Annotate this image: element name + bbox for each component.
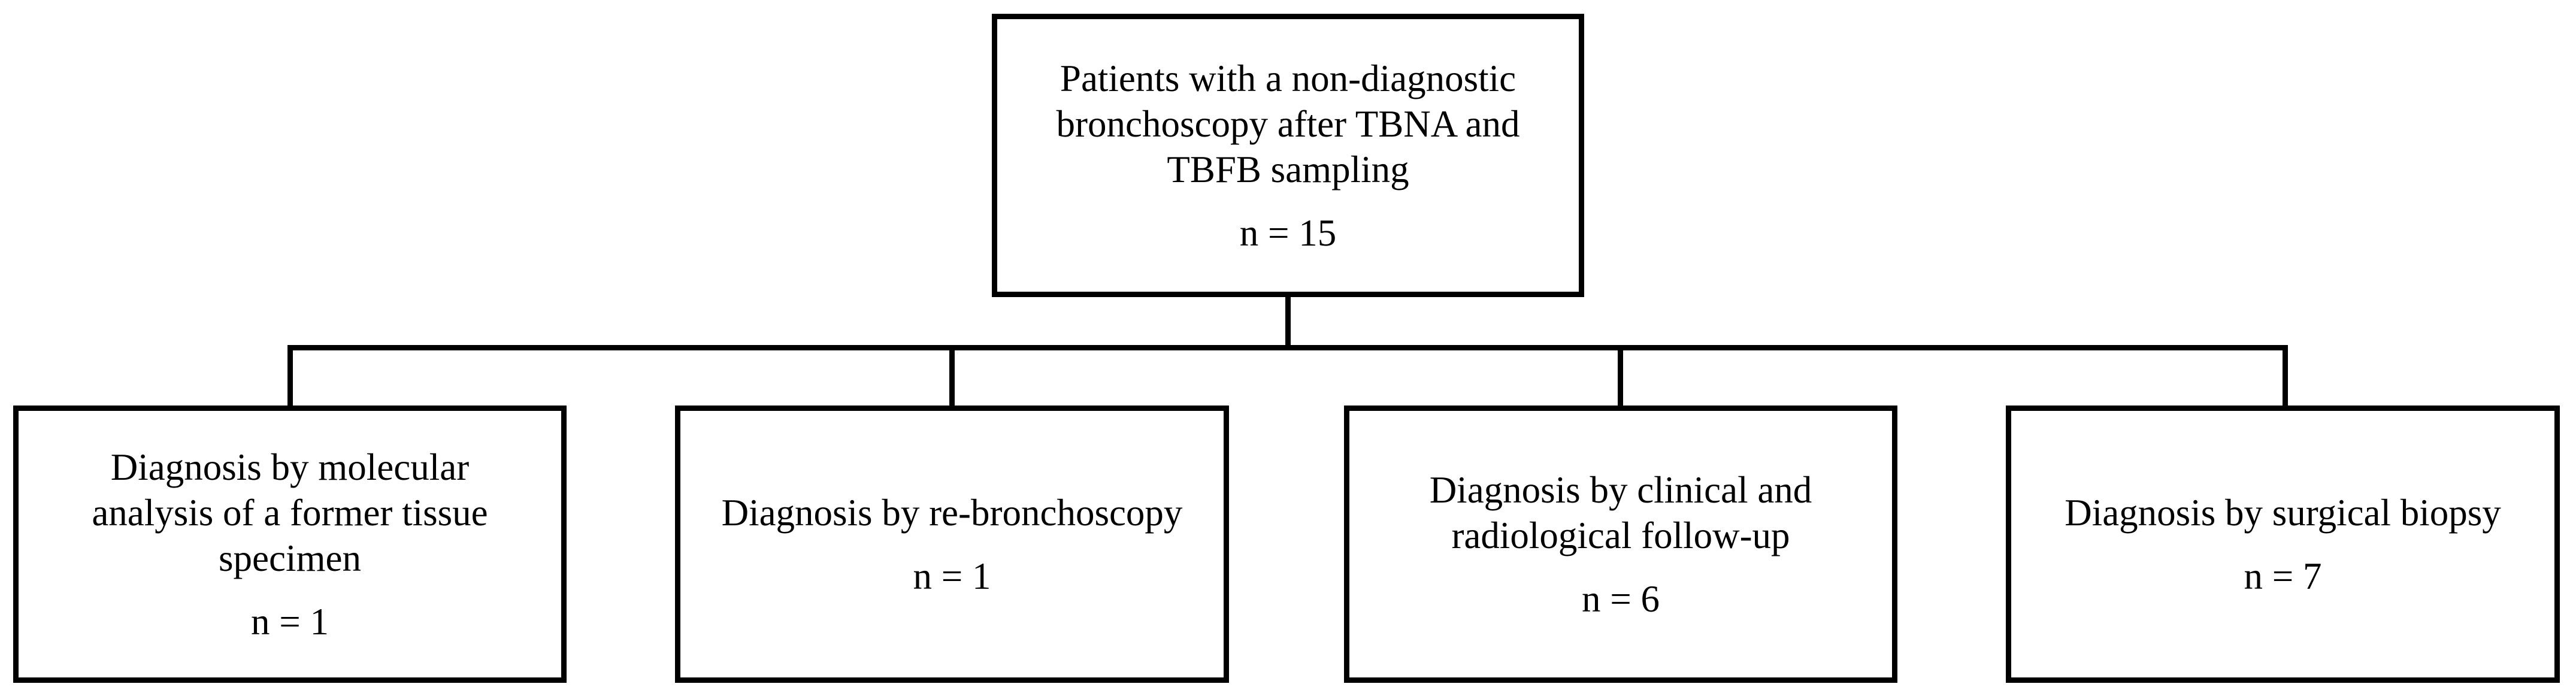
child-box-label: Diagnosis by clinical and radiological f… [1429,468,1812,556]
child-box-count: n = 7 [2244,555,2322,597]
root-box-label: Patients with a non-diagnostic bronchosc… [1056,57,1520,190]
child-box-count: n = 1 [913,555,991,597]
connector-drop-clinical [1618,347,1623,406]
connector-drop-surgical [2283,347,2288,406]
child-box-label: Diagnosis by re-bronchoscopy [721,491,1183,534]
connector-drop-molecular [287,347,293,406]
child-box-molecular-analysis: Diagnosis by molecular analysis of a for… [13,406,567,683]
child-box-label: Diagnosis by surgical biopsy [2065,491,2501,534]
root-box-count: n = 15 [1239,211,1337,254]
root-box-non-diagnostic-bronchoscopy: Patients with a non-diagnostic bronchosc… [992,14,1584,297]
connector-horizontal [287,345,2288,350]
connector-stem [1285,296,1291,350]
connector-drop-rebronch [949,347,955,406]
child-box-count: n = 1 [250,600,329,643]
child-box-surgical-biopsy: Diagnosis by surgical biopsy n = 7 [2006,406,2560,683]
child-box-count: n = 6 [1581,577,1660,620]
child-box-label: Diagnosis by molecular analysis of a for… [92,446,488,579]
child-box-re-bronchoscopy: Diagnosis by re-bronchoscopy n = 1 [675,406,1229,683]
child-box-clinical-radiological-follow-up: Diagnosis by clinical and radiological f… [1344,406,1897,683]
